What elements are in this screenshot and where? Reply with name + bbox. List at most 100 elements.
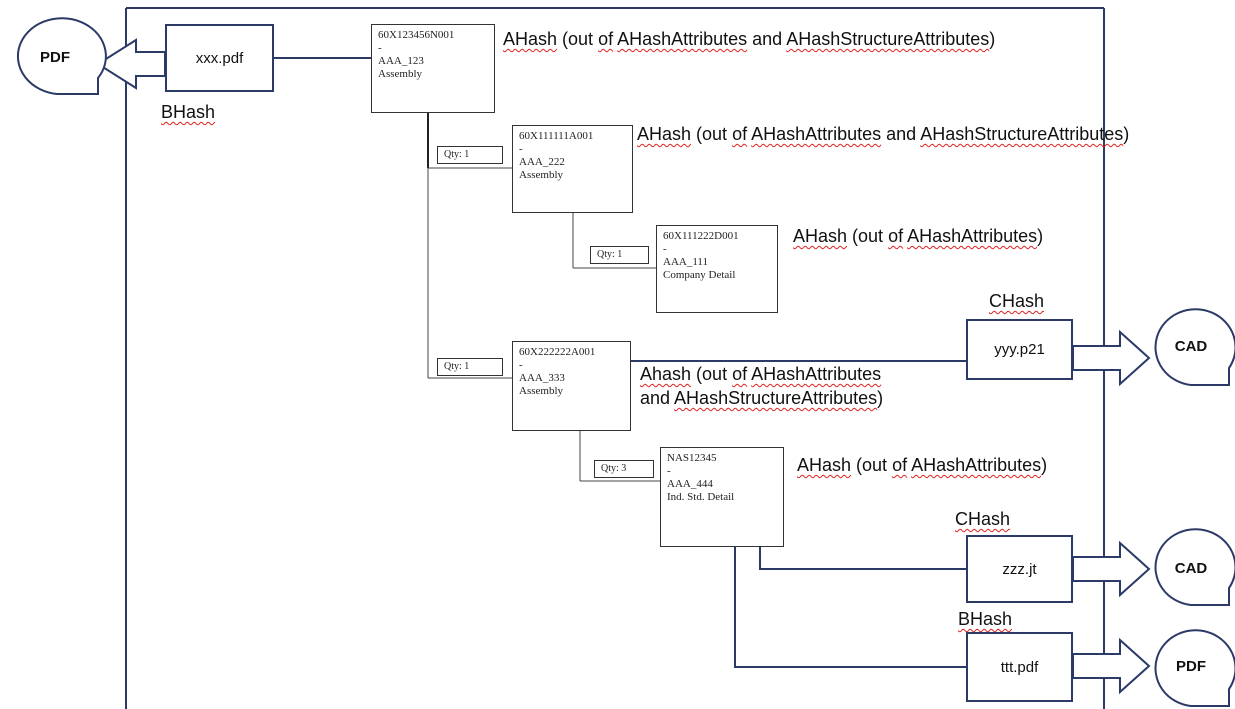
ahash-label-222: AHash (out of AHashAttributes and AHashS…	[637, 123, 1129, 145]
ahash-label-333-line2: and AHashStructureAttributes)	[640, 387, 883, 409]
part-type: Ind. Std. Detail	[667, 491, 735, 503]
attr-term: AHashAttributes	[751, 124, 882, 144]
label-text: (out	[847, 226, 889, 246]
bubble-label: CAD	[1175, 560, 1208, 577]
label-text: and	[747, 29, 787, 49]
file-box-zzz-jt: zzz.jt	[966, 535, 1073, 603]
hash-term: AHash	[793, 226, 848, 246]
file-name: yyy.p21	[994, 341, 1045, 358]
label-text: of	[598, 29, 614, 49]
part-dash: -	[519, 359, 523, 371]
bubble-shape-icon	[1154, 629, 1235, 707]
part-node-222: 60X111111A001 - AAA_222 Assembly	[512, 125, 633, 213]
label-text: (out	[691, 364, 733, 384]
label-text: )	[877, 388, 884, 408]
chash-label-yyy: CHash	[989, 290, 1044, 312]
part-name: AAA_333	[519, 372, 565, 384]
part-type: Assembly	[378, 68, 422, 80]
arrow-right-icon	[1072, 637, 1151, 695]
cad-bubble-2: CAD	[1154, 528, 1235, 606]
connector-444-zzz	[759, 546, 966, 570]
label-text: of	[892, 455, 908, 475]
pdf-bubble-left: PDF	[16, 17, 107, 95]
qty-box: Qty: 3	[594, 460, 654, 478]
label-text: (out	[851, 455, 893, 475]
part-dash: -	[378, 42, 382, 54]
file-box-xxx-pdf: xxx.pdf	[165, 24, 274, 92]
ahash-label-444: AHash (out of AHashAttributes)	[797, 454, 1047, 476]
part-number: 60X222222A001	[519, 346, 596, 358]
ahash-label-333-line1: Ahash (out of AHashAttributes	[640, 363, 881, 385]
arrow-right-icon	[1072, 329, 1151, 387]
label-text: (out	[691, 124, 733, 144]
bhash-label-left: BHash	[161, 101, 215, 123]
part-number: NAS12345	[667, 452, 717, 464]
label-text: of	[888, 226, 904, 246]
label-text: )	[1123, 124, 1130, 144]
bubble-label: CAD	[1175, 338, 1208, 355]
attr-term: AHashAttributes	[907, 226, 1038, 246]
cad-bubble-1: CAD	[1154, 308, 1235, 386]
hash-term: AHash	[637, 124, 692, 144]
file-name: xxx.pdf	[195, 49, 244, 67]
part-name: AAA_222	[519, 156, 565, 168]
label-text: of	[732, 124, 748, 144]
label-text: and	[640, 388, 675, 408]
file-name: ttt.pdf	[1000, 658, 1039, 676]
part-number: 60X111111A001	[519, 130, 594, 142]
connector-444-ttt	[734, 546, 966, 668]
bubble-label: PDF	[1176, 658, 1206, 675]
arrow-left-icon	[96, 38, 166, 90]
pdf-bubble-right: PDF	[1154, 629, 1235, 707]
qty-box: Qty: 1	[437, 146, 503, 164]
bubble-shape-icon	[16, 17, 107, 95]
file-box-yyy-p21: yyy.p21	[966, 319, 1073, 380]
chash-text: CHash	[989, 291, 1045, 311]
part-dash: -	[667, 465, 671, 477]
part-node-333: 60X222222A001 - AAA_333 Assembly	[512, 341, 631, 431]
part-type: Company Detail	[663, 269, 736, 281]
bhash-label-ttt: BHash	[958, 608, 1012, 630]
qty-box: Qty: 1	[590, 246, 649, 264]
part-node-111: 60X111222D001 - AAA_111 Company Detail	[656, 225, 778, 313]
bubble-label: PDF	[40, 49, 70, 66]
chash-text: CHash	[955, 509, 1011, 529]
part-number: 60X111222D001	[663, 230, 739, 242]
hash-term: AHash	[503, 29, 558, 49]
arrow-right-icon	[1072, 540, 1151, 598]
part-type: Assembly	[519, 385, 563, 397]
hash-term: Ahash	[640, 364, 692, 384]
ahash-label-111: AHash (out of AHashAttributes)	[793, 225, 1043, 247]
attr-term: AHashAttributes	[617, 29, 748, 49]
part-node-444: NAS12345 - AAA_444 Ind. Std. Detail	[660, 447, 784, 547]
part-name: AAA_444	[667, 478, 713, 490]
label-text: (out	[557, 29, 599, 49]
attr-term: AHashAttributes	[911, 455, 1042, 475]
part-dash: -	[663, 243, 667, 255]
part-type: Assembly	[519, 169, 563, 181]
part-name: AAA_111	[663, 256, 709, 268]
part-dash: -	[519, 143, 523, 155]
chash-label-zzz: CHash	[955, 508, 1010, 530]
hash-term: AHash	[797, 455, 852, 475]
label-text: )	[1041, 455, 1048, 475]
attr-term: AHashAttributes	[751, 364, 882, 384]
label-text: and	[881, 124, 921, 144]
attr-term: AHashStructureAttributes	[786, 29, 990, 49]
bubble-shape-icon	[1154, 528, 1235, 606]
ahash-label-root: AHash (out of AHashAttributes and AHashS…	[503, 28, 995, 50]
bhash-text: BHash	[161, 102, 216, 122]
bhash-text: BHash	[958, 609, 1013, 629]
label-text: )	[1037, 226, 1044, 246]
label-text: of	[732, 364, 748, 384]
attr-term: AHashStructureAttributes	[674, 388, 878, 408]
part-node-root: 60X123456N001 - AAA_123 Assembly	[371, 24, 495, 113]
bubble-shape-icon	[1154, 308, 1235, 386]
part-name: AAA_123	[378, 55, 424, 67]
file-name: zzz.jt	[1002, 560, 1037, 578]
label-text: )	[989, 29, 996, 49]
part-number: 60X123456N001	[378, 29, 455, 41]
attr-term: AHashStructureAttributes	[920, 124, 1124, 144]
file-box-ttt-pdf: ttt.pdf	[966, 632, 1073, 702]
